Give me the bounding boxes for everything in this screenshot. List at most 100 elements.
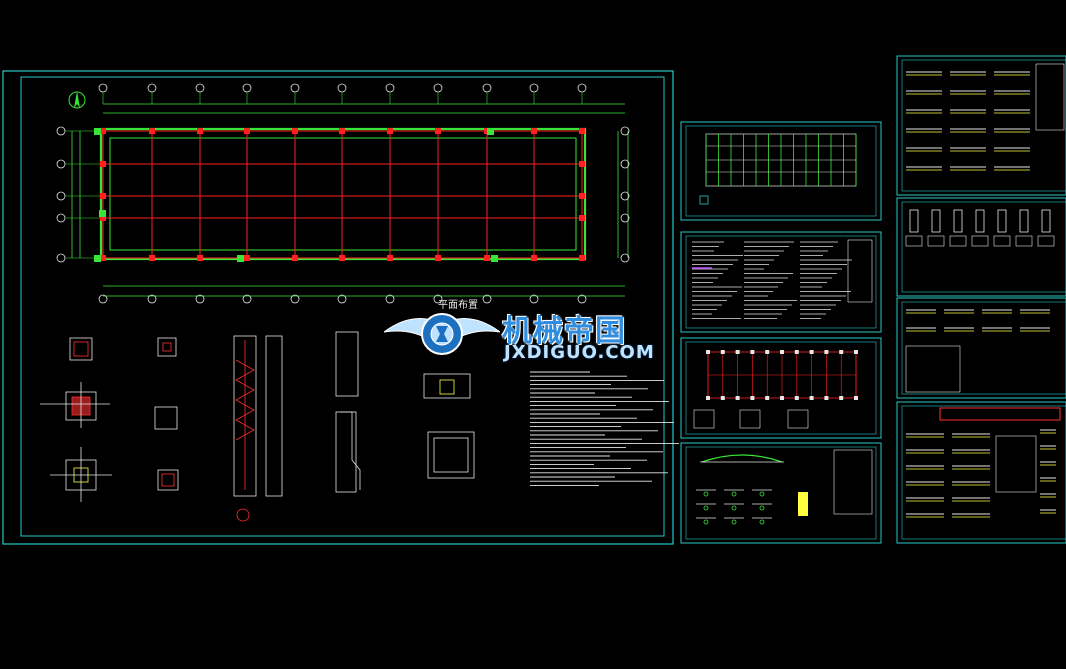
mini-foundation-node [794, 396, 799, 400]
axis-bubble-top [385, 83, 395, 93]
mini-plan-symbol [699, 195, 709, 205]
axis-markers [56, 83, 630, 304]
mini-foundation-node [706, 350, 710, 354]
column-marker [435, 128, 441, 134]
sheet-beam-details-2 [896, 297, 1066, 399]
axis-bubble-top [433, 83, 443, 93]
mini-foundation-node [735, 396, 740, 400]
sheet-truss-detail [680, 442, 882, 544]
north-arrow-icon [68, 91, 86, 109]
beam-detail-rows [905, 71, 1056, 518]
column-marker [387, 255, 393, 261]
plate-detail [423, 373, 471, 399]
column-section-elevation [265, 335, 283, 497]
truss-detail-rows [696, 489, 772, 525]
joint-detail [931, 209, 941, 233]
joint-detail [909, 209, 919, 233]
mini-roof-plan [699, 133, 857, 205]
axis-bubble-top [482, 83, 492, 93]
axis-bubble-bottom [242, 294, 252, 304]
mini-foundation-node [720, 396, 725, 400]
column-marker [149, 128, 155, 134]
mini-foundation-node [780, 350, 784, 354]
axis-bubble-top [195, 83, 205, 93]
column-mark-circle [236, 508, 250, 522]
column-marker [197, 255, 203, 261]
column-marker [339, 128, 345, 134]
mini-foundation-node [720, 350, 725, 354]
pit-detail [427, 431, 475, 479]
joint-detail [1019, 209, 1029, 233]
general-notes-text [692, 239, 873, 319]
axis-bubble-right [620, 159, 630, 169]
truss-detail-node [731, 519, 737, 525]
main-sheet-inner-frame [20, 76, 665, 537]
mini-foundation-node [854, 350, 858, 354]
top-dimension-lines [71, 103, 629, 297]
mini-foundation-node [794, 350, 799, 354]
mini-foundation-node [809, 396, 814, 400]
axis-bubble-left [56, 159, 66, 169]
mini-foundation-node [839, 350, 844, 354]
mini-foundation-node [854, 396, 858, 400]
column-elevation [233, 335, 257, 497]
mini-foundation-node [809, 350, 814, 354]
axis-bubble-top [98, 83, 108, 93]
floor-plan [56, 83, 630, 304]
axis-bubble-left [56, 126, 66, 136]
joint-detail-base [949, 235, 967, 247]
column-marker-green [491, 255, 498, 262]
axis-bubble-bottom [337, 294, 347, 304]
detail-anchor-1 [157, 337, 177, 357]
wall-section [335, 411, 357, 493]
axis-bubble-top [337, 83, 347, 93]
column-marker-green [237, 255, 244, 262]
column-marker [197, 128, 203, 134]
truss-detail-node [703, 519, 709, 525]
sheet-joint-details [896, 197, 1066, 297]
axis-bubble-bottom [577, 294, 587, 304]
structural-grid [102, 130, 583, 259]
column-marker [100, 193, 106, 199]
axis-bubble-top [147, 83, 157, 93]
column-marker [244, 128, 250, 134]
axis-bubble-top [290, 83, 300, 93]
column-marker [244, 255, 250, 261]
axis-bubble-bottom [433, 294, 443, 304]
joint-detail-base [1037, 235, 1055, 247]
axis-bubble-top [242, 83, 252, 93]
mini-foundation-node [750, 350, 755, 354]
sheet-foundation-plan [680, 337, 882, 439]
column-marker [531, 128, 537, 134]
beam-section [335, 331, 359, 397]
column-marker [435, 255, 441, 261]
joint-detail [953, 209, 963, 233]
joint-detail-base [993, 235, 1011, 247]
column-marker [100, 215, 106, 221]
main-sheet-outer-frame [2, 70, 674, 545]
joint-detail-base [905, 235, 923, 247]
axis-bubble-left [56, 213, 66, 223]
axis-bubble-bottom [385, 294, 395, 304]
outer-wall [99, 127, 587, 261]
column-marker [292, 128, 298, 134]
mini-foundation-detail [693, 409, 715, 429]
column-markers [94, 128, 585, 262]
column-marker-green [94, 255, 101, 262]
column-marker [531, 255, 537, 261]
mini-foundation-detail [787, 409, 809, 429]
axis-bubble-left [56, 253, 66, 263]
details-left [40, 331, 475, 522]
mini-foundation-node [735, 350, 740, 354]
axis-bubble-left [56, 191, 66, 201]
column-marker [579, 215, 585, 221]
mini-foundation-node [824, 350, 829, 354]
general-note-table [847, 239, 873, 303]
column-marker [100, 161, 106, 167]
mini-foundation-node [839, 396, 844, 400]
joint-detail [1041, 209, 1051, 233]
truss-detail-node [703, 505, 709, 511]
column-marker [579, 161, 585, 167]
detail-anchor-3 [157, 469, 179, 491]
